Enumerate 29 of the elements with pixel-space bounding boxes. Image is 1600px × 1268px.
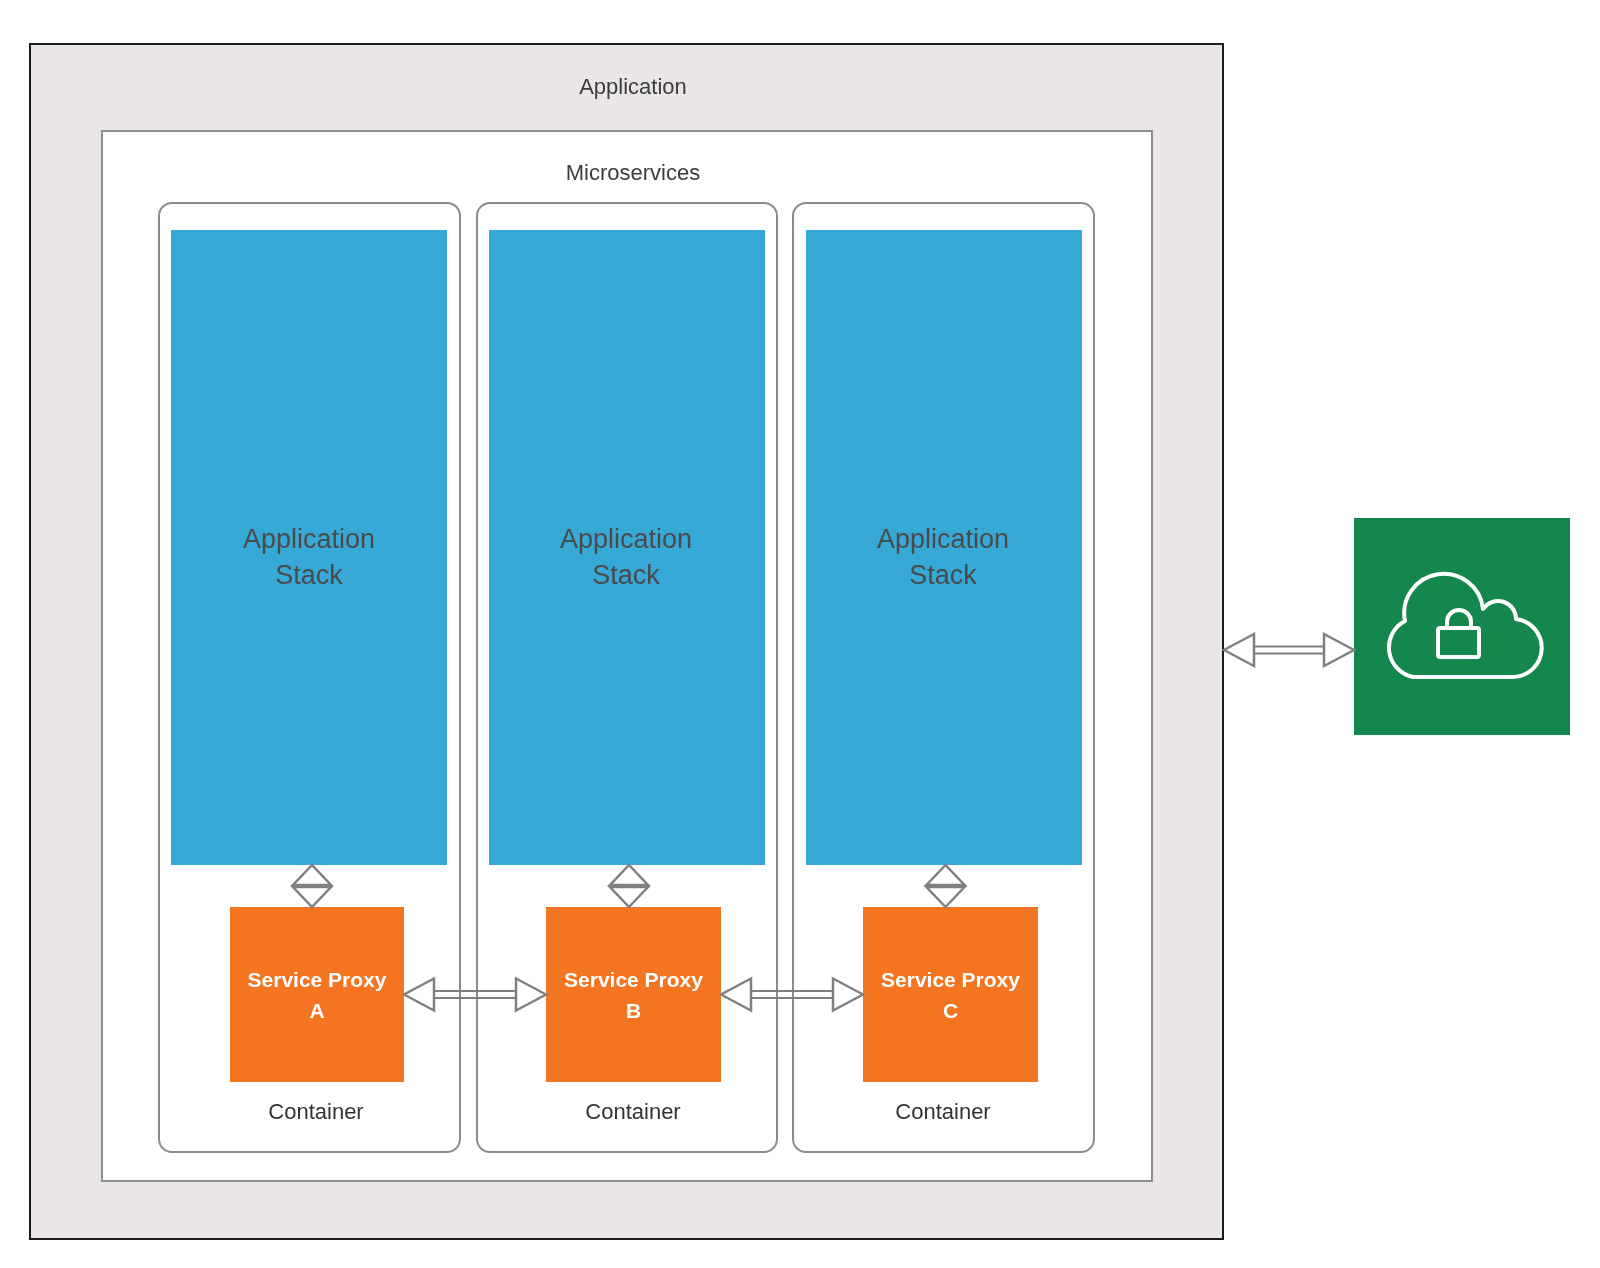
icon-tile [1354,518,1570,735]
double-arrow [291,863,333,909]
block-label: Service Proxy B [563,967,704,1024]
container-label: Container [585,1099,681,1125]
block-label: Application Stack [241,523,377,592]
double-arrow [925,863,966,909]
block-label: Service Proxy C [880,967,1021,1024]
container-panel [476,202,778,1153]
panel-title: Application [579,74,687,100]
container-label: Container [895,1099,991,1125]
double-arrow [402,977,548,1012]
double-arrow [719,977,865,1012]
service-proxy-block [546,907,721,1082]
application-stack-block [806,230,1082,865]
block-label: Application Stack [875,523,1011,592]
application-stack-block [171,230,447,865]
application-panel [29,43,1224,1240]
microservices-panel [101,130,1153,1182]
double-arrow [608,863,650,909]
double-arrow [1222,632,1356,668]
service-proxy-block [863,907,1038,1082]
application-stack-block [489,230,765,865]
container-label: Container [268,1099,364,1125]
block-label: Service Proxy A [246,967,388,1024]
block-label: Application Stack [558,523,694,592]
container-panel [158,202,461,1153]
panel-title: Microservices [565,160,701,186]
service-proxy-block [230,907,404,1082]
container-panel [792,202,1095,1153]
